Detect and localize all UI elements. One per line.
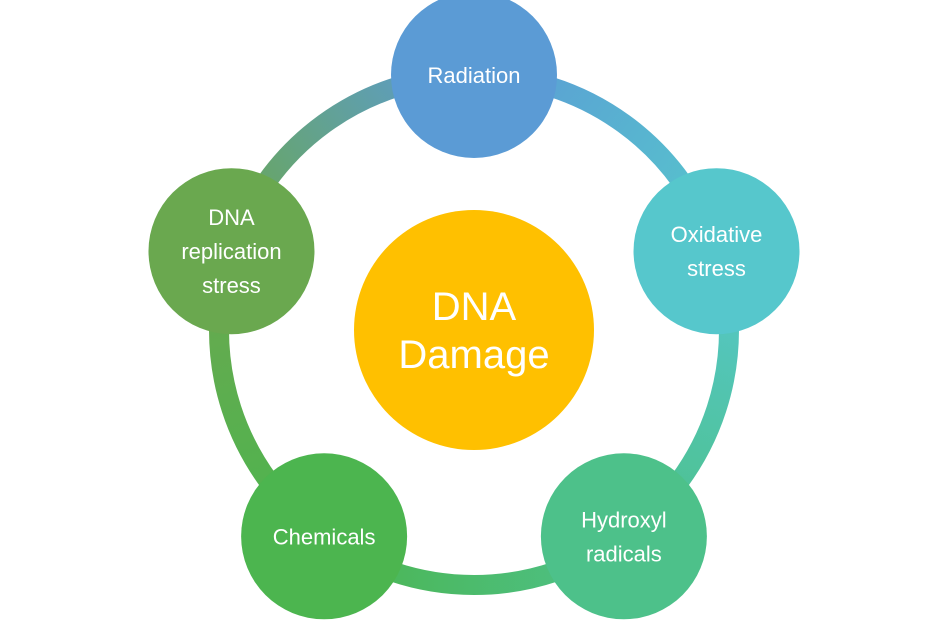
node-label-line: stress [687, 256, 746, 281]
node-label-line: radicals [586, 541, 662, 566]
node-chemicals: Chemicals [241, 453, 408, 620]
center-circle [354, 210, 594, 450]
node-label-chemicals: Chemicals [273, 524, 376, 549]
node-label-line: DNA [208, 205, 255, 230]
node-label-hydroxyl-radicals: Hydroxyl radicals [581, 507, 667, 566]
center-label-line: Damage [398, 333, 549, 377]
node-hydroxyl-radicals: Hydroxyl radicals [540, 453, 707, 620]
node-label-radiation: Radiation [428, 63, 521, 88]
node-dna-replication-stress: DNA replication stress [148, 168, 315, 335]
node-circle-hydroxyl-radicals [540, 453, 707, 620]
center-label-line: DNA [432, 285, 517, 329]
node-radiation: Radiation [391, 0, 557, 158]
node-label-line: stress [202, 273, 261, 298]
node-label-line: Hydroxyl [581, 507, 667, 532]
node-circle-dna-replication-stress [148, 168, 315, 335]
node-label-line: Radiation [428, 63, 521, 88]
node-oxidative-stress: Oxidative stress [633, 168, 800, 335]
node-circle-chemicals [241, 453, 408, 620]
node-label-line: replication [181, 239, 281, 264]
node-label-line: Chemicals [273, 524, 376, 549]
node-label-oxidative-stress: Oxidative stress [671, 222, 763, 281]
node-circle-oxidative-stress [633, 168, 800, 335]
node-label-line: Oxidative [671, 222, 763, 247]
node-label-dna-replication-stress: DNA replication stress [181, 205, 281, 298]
node-circle-radiation [391, 0, 557, 158]
